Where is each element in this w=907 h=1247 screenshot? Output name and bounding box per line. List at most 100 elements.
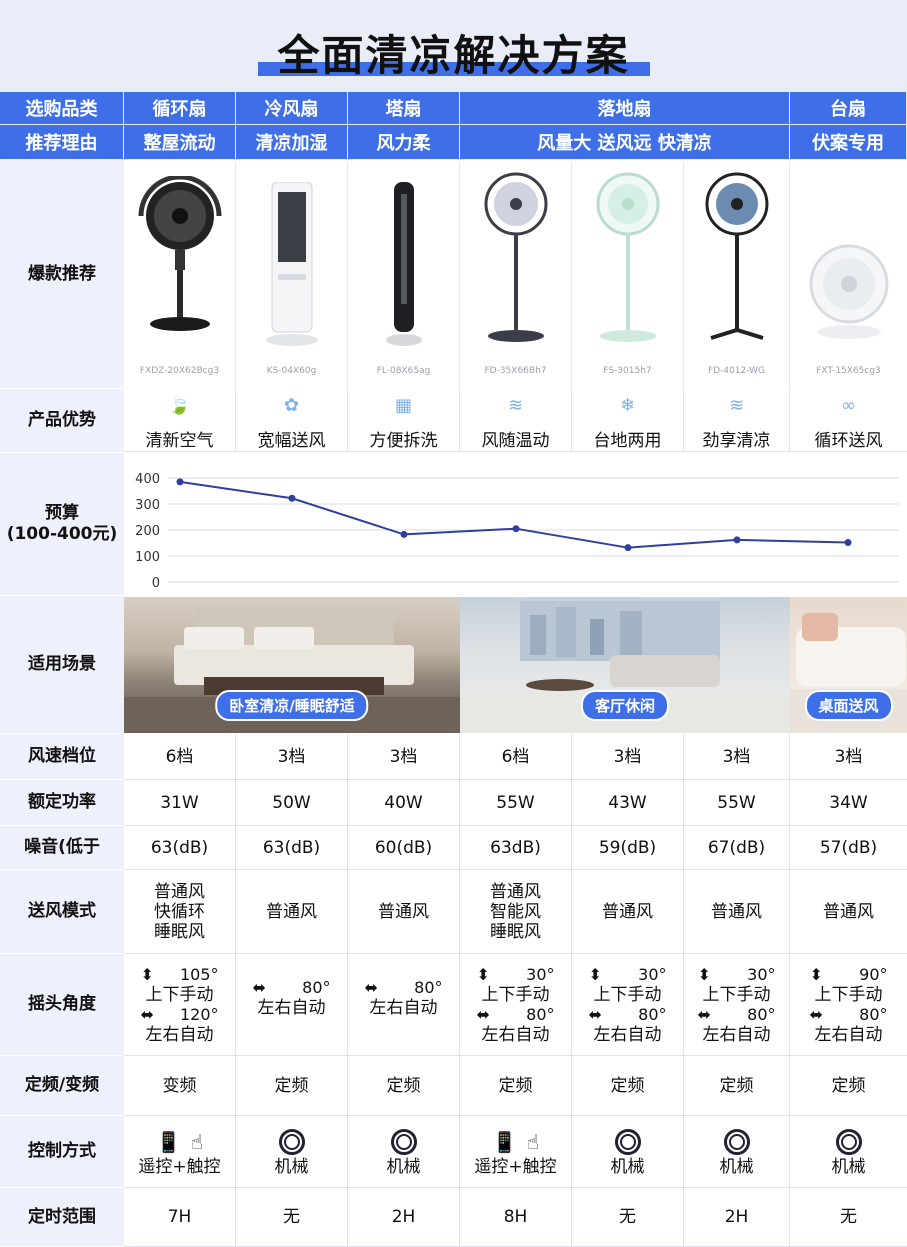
swing-h-label: 左右自动 — [814, 1024, 883, 1045]
control-label: 遥控+触控 — [474, 1156, 557, 1177]
swing-h-label: 左右自动 — [593, 1024, 662, 1045]
y-tick-label: 300 — [135, 498, 160, 513]
mode-cell: 普通风 — [790, 870, 907, 954]
control-label: 机械 — [274, 1156, 309, 1177]
speed-cell: 3档 — [348, 734, 460, 780]
noise-cell: 63(dB) — [236, 826, 348, 870]
page-title: 全面清凉解决方案 — [277, 31, 630, 80]
floor-fan-1-image — [484, 172, 547, 342]
label-advantage: 产品优势 — [0, 389, 124, 453]
freq-cell: 定频 — [460, 1056, 572, 1116]
timer-cell: 2H — [684, 1188, 790, 1247]
floor-fan-2-image — [596, 172, 659, 342]
mode-cell: 普通风 — [236, 870, 348, 954]
product-circulation-fan: FXDZ-20X62Bcg3 — [124, 162, 236, 388]
control-label: 机械 — [386, 1156, 421, 1177]
knob-icon — [723, 1128, 750, 1155]
model-label: KS-04X60g — [266, 366, 317, 376]
swing-v-deg: 30° — [526, 964, 555, 984]
advantage-text: 宽幅送风 — [257, 431, 326, 451]
left-right-arrow-icon: ⬌ — [809, 1004, 823, 1024]
swing-h-label: 左右自动 — [702, 1024, 771, 1045]
reason-desk: 伏案专用 — [790, 125, 907, 160]
mode-cell: 普通风 — [684, 870, 790, 954]
swing-v-label: 上下手动 — [593, 984, 662, 1005]
up-down-arrow-icon: ⬍ — [476, 964, 490, 984]
reason-floor: 风量大 送风远 快清凉 — [460, 125, 790, 160]
timer-cell: 无 — [790, 1188, 907, 1247]
wind-icon: ≋ — [507, 395, 524, 416]
label-power: 额定功率 — [0, 780, 124, 826]
freq-cell: 定频 — [790, 1056, 907, 1116]
scene-pill-desk: 桌面送风 — [804, 690, 893, 721]
mode-line: 普通风 — [378, 901, 429, 922]
freq-cell: 变频 — [124, 1056, 236, 1116]
circulation-fan-image — [138, 176, 221, 331]
model-label: FD-35X66Bh7 — [484, 366, 547, 376]
budget-point — [400, 530, 408, 538]
noise-cell: 59(dB) — [572, 826, 684, 870]
panel-icon: ▦ — [394, 395, 413, 416]
budget-point — [176, 478, 184, 486]
noise-cell: 63dB) — [460, 826, 572, 870]
control-label: 机械 — [831, 1156, 866, 1177]
speed-cell: 3档 — [572, 734, 684, 780]
swing-cell: ⬌80° 左右自动 — [236, 954, 348, 1056]
product-floor-fan-3: FD-4012-WG — [684, 162, 790, 388]
noise-cell: 63(dB) — [124, 826, 236, 870]
swing-cell: ⬍105° 上下手动 ⬌120° 左右自动 — [124, 954, 236, 1056]
mode-line: 普通风 — [823, 901, 874, 922]
budget-point — [512, 525, 520, 533]
swing-h-deg: 80° — [638, 1004, 667, 1024]
remote-icon: 📱 — [155, 1129, 181, 1154]
touch-icon: ☝ — [190, 1129, 204, 1154]
up-down-arrow-icon: ⬍ — [697, 964, 711, 984]
swing-h-deg: 120° — [179, 1004, 219, 1024]
model-label: FXDZ-20X62Bcg3 — [139, 366, 220, 376]
swing-h-label: 左右自动 — [369, 997, 438, 1018]
control-cell: 📱☝遥控+触控 — [460, 1116, 572, 1188]
scene-living-room: 客厅休闲 — [460, 597, 790, 733]
model-label: FL-08X65ag — [376, 366, 431, 376]
swing-h-label: 左右自动 — [481, 1024, 550, 1045]
label-budget: 预算 (100-400元) — [0, 453, 124, 596]
scene-pill-bedroom: 卧室清凉/睡眠舒适 — [215, 690, 369, 721]
tower-fan-image — [385, 182, 422, 346]
knob-icon — [278, 1128, 305, 1155]
desk-fan-image — [809, 244, 888, 339]
power-cell: 55W — [460, 780, 572, 826]
control-cell: 机械 — [790, 1116, 907, 1188]
control-label: 遥控+触控 — [138, 1156, 221, 1177]
control-cell: 📱 ☝遥控+触控 — [124, 1116, 236, 1188]
budget-line — [179, 480, 849, 549]
mode-cell: 普通风快循环睡眠风 — [124, 870, 236, 954]
category-desk: 台扇 — [790, 92, 907, 125]
advantage-floor-3: ≋劲享清凉 — [684, 389, 790, 452]
leaf-icon: 🍃 — [168, 395, 191, 416]
knob-icon — [390, 1128, 417, 1155]
fan-blade-icon: ✿ — [283, 395, 300, 416]
mode-cell: 普通风智能风睡眠风 — [460, 870, 572, 954]
product-desk-fan: FXT-15X65cg3 — [790, 162, 907, 388]
timer-cell: 8H — [460, 1188, 572, 1247]
control-label: 机械 — [719, 1156, 754, 1177]
power-cell: 34W — [790, 780, 907, 826]
up-down-arrow-icon: ⬍ — [140, 964, 154, 984]
swing-h-deg: 80° — [526, 1004, 555, 1024]
freq-cell: 定频 — [348, 1056, 460, 1116]
swing-cell: ⬍30° 上下手动 ⬌80° 左右自动 — [460, 954, 572, 1056]
product-tower-fan: FL-08X65ag — [348, 162, 460, 388]
swing-h-deg: 80° — [859, 1004, 888, 1024]
label-category: 选购品类 — [0, 92, 124, 125]
swing-cell: ⬍90° 上下手动 ⬌80° 左右自动 — [790, 954, 907, 1056]
freq-cell: 定频 — [236, 1056, 348, 1116]
swing-cell: ⬍30° 上下手动 ⬌80° 左右自动 — [572, 954, 684, 1056]
swing-h-label: 左右自动 — [145, 1024, 214, 1045]
mode-line: 普通风 — [602, 901, 653, 922]
power-cell: 43W — [572, 780, 684, 826]
reason-circulation: 整屋流动 — [124, 125, 236, 160]
product-floor-fan-2: FS-3015h7 — [572, 162, 684, 388]
mode-line: 普通风 — [154, 881, 205, 902]
up-down-arrow-icon: ⬍ — [588, 964, 602, 984]
scene-desk: 桌面送风 — [790, 597, 907, 733]
